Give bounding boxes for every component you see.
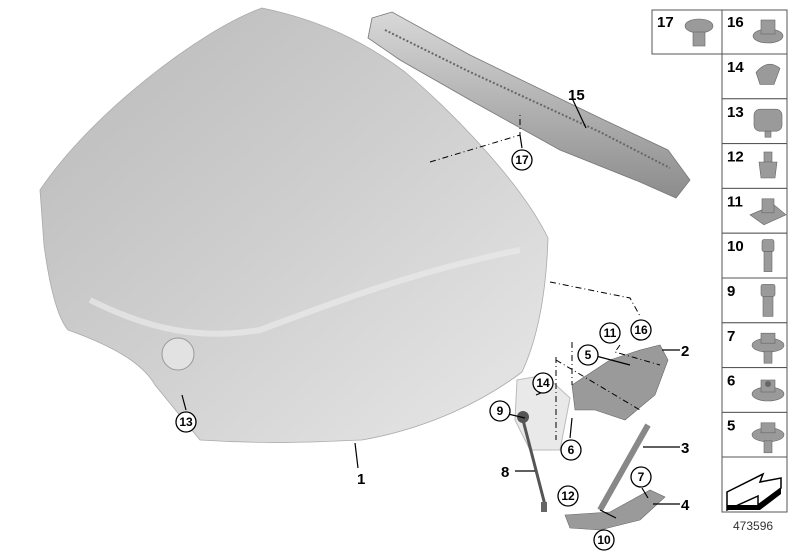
callout-13: 13: [175, 411, 197, 433]
svg-text:13: 13: [727, 104, 744, 121]
callout-7: 7: [630, 466, 652, 488]
grid-cell-6[interactable]: 6: [721, 367, 788, 413]
hex-flange-bolt-icon: [751, 422, 785, 454]
hinge-2: [571, 344, 669, 421]
hex-flange-bolt-icon: [751, 332, 785, 364]
callout-5: 5: [577, 344, 599, 366]
reinforcement-bar[interactable]: [367, 11, 691, 199]
callout-12: 12: [557, 485, 579, 507]
svg-text:10: 10: [727, 238, 744, 255]
bracket-4: [564, 489, 666, 531]
direction-arrow-cell: [721, 456, 788, 513]
grid-cell-12[interactable]: 12: [721, 143, 788, 189]
support-rod-8: [521, 419, 547, 506]
svg-text:11: 11: [727, 193, 743, 210]
label-4: 4: [681, 497, 690, 514]
svg-text:14: 14: [727, 59, 744, 76]
svg-text:9: 9: [497, 404, 504, 418]
grid-cell-14[interactable]: 14: [721, 53, 788, 100]
svg-text:14: 14: [536, 376, 550, 390]
svg-text:6: 6: [727, 373, 735, 390]
svg-text:13: 13: [179, 415, 193, 429]
grid-cell-9[interactable]: 9: [721, 277, 788, 324]
callout-11: 11: [599, 322, 621, 344]
hinge-assembly[interactable]: [514, 344, 669, 531]
svg-text:6: 6: [568, 443, 575, 457]
svg-text:5: 5: [727, 417, 735, 434]
parts-grid: 17 16 14 13 12 11 10 9 7 6 5 473596: [651, 9, 788, 533]
callout-14: 14: [532, 372, 554, 394]
label-15: 15: [568, 87, 585, 104]
svg-text:7: 7: [638, 470, 645, 484]
gas-strut-3: [597, 423, 651, 512]
badge-mount: [161, 337, 195, 371]
label-1: 1: [357, 471, 365, 488]
torx-bolt-icon: [761, 239, 775, 272]
svg-text:16: 16: [634, 323, 648, 337]
svg-text:16: 16: [727, 14, 744, 31]
hex-flange-nut-icon: [751, 379, 785, 402]
svg-text:12: 12: [727, 149, 744, 166]
svg-text:10: 10: [597, 533, 611, 547]
callout-17: 17: [511, 149, 533, 171]
label-3: 3: [681, 440, 689, 457]
callout-16: 16: [630, 319, 652, 341]
svg-text:17: 17: [657, 14, 674, 31]
grid-cell-5[interactable]: 5: [721, 411, 788, 458]
grid-cell-17[interactable]: 17: [651, 9, 723, 55]
grid-cell-7[interactable]: 7: [721, 322, 788, 369]
svg-text:5: 5: [585, 348, 592, 362]
svg-text:17: 17: [515, 153, 529, 167]
grid-cell-11[interactable]: 11: [721, 187, 788, 234]
rubber-buffer-icon: [753, 108, 783, 138]
svg-text:12: 12: [561, 489, 575, 503]
callout-6: 6: [560, 439, 582, 461]
diagram-number: 473596: [733, 519, 773, 533]
label-2: 2: [681, 343, 689, 360]
clip-rivet-icon: [684, 18, 714, 34]
hood-panel[interactable]: [39, 7, 549, 443]
expanding-nut-icon: [758, 151, 778, 179]
svg-text:11: 11: [604, 326, 617, 340]
grid-cell-16[interactable]: 16: [721, 9, 788, 55]
grid-cell-10[interactable]: 10: [721, 232, 788, 279]
label-8: 8: [501, 464, 509, 481]
svg-text:9: 9: [727, 283, 735, 300]
clip-nut-icon: [749, 198, 787, 226]
callout-10: 10: [593, 529, 615, 551]
svg-text:7: 7: [727, 328, 735, 345]
cable-clip-icon: [755, 63, 781, 85]
leader-lines: [181, 97, 680, 519]
callout-9: 9: [489, 400, 511, 422]
torx-shoulder-bolt-icon: [760, 284, 776, 317]
grid-cell-13[interactable]: 13: [721, 98, 788, 145]
